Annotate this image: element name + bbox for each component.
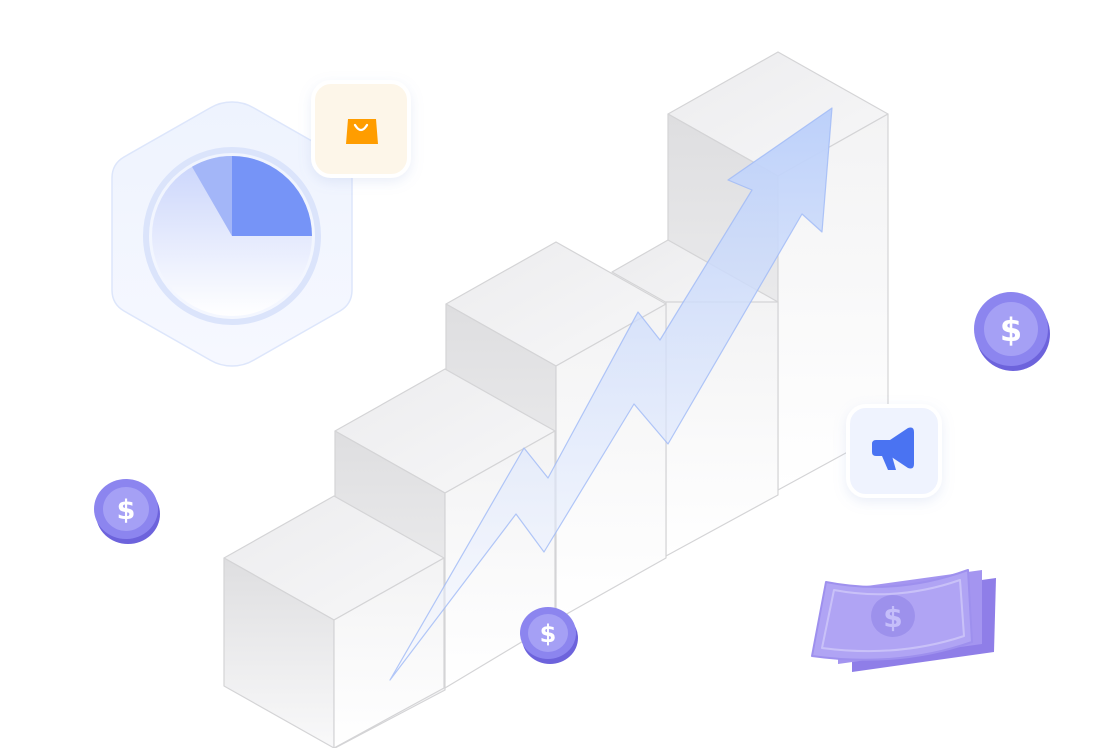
dollar-coin-icon: $ bbox=[540, 620, 557, 648]
dollar-coin-left: $ bbox=[94, 479, 160, 544]
dollar-coin-icon: $ bbox=[1000, 311, 1022, 349]
pie-slice-main bbox=[232, 156, 312, 236]
shopping-bag-icon bbox=[346, 119, 378, 144]
dollar-coin-right: $ bbox=[974, 292, 1050, 371]
pie-slice-secondary bbox=[192, 156, 232, 236]
banknote-icon: $ bbox=[811, 569, 996, 672]
dollar-coin-center: $ bbox=[520, 607, 578, 664]
pie-chart-card bbox=[111, 101, 353, 367]
megaphone-icon bbox=[872, 427, 914, 470]
banknote-dollar-sign: $ bbox=[883, 601, 902, 634]
growth-arrow-icon bbox=[389, 107, 833, 681]
dollar-coin-icon: $ bbox=[117, 495, 136, 526]
